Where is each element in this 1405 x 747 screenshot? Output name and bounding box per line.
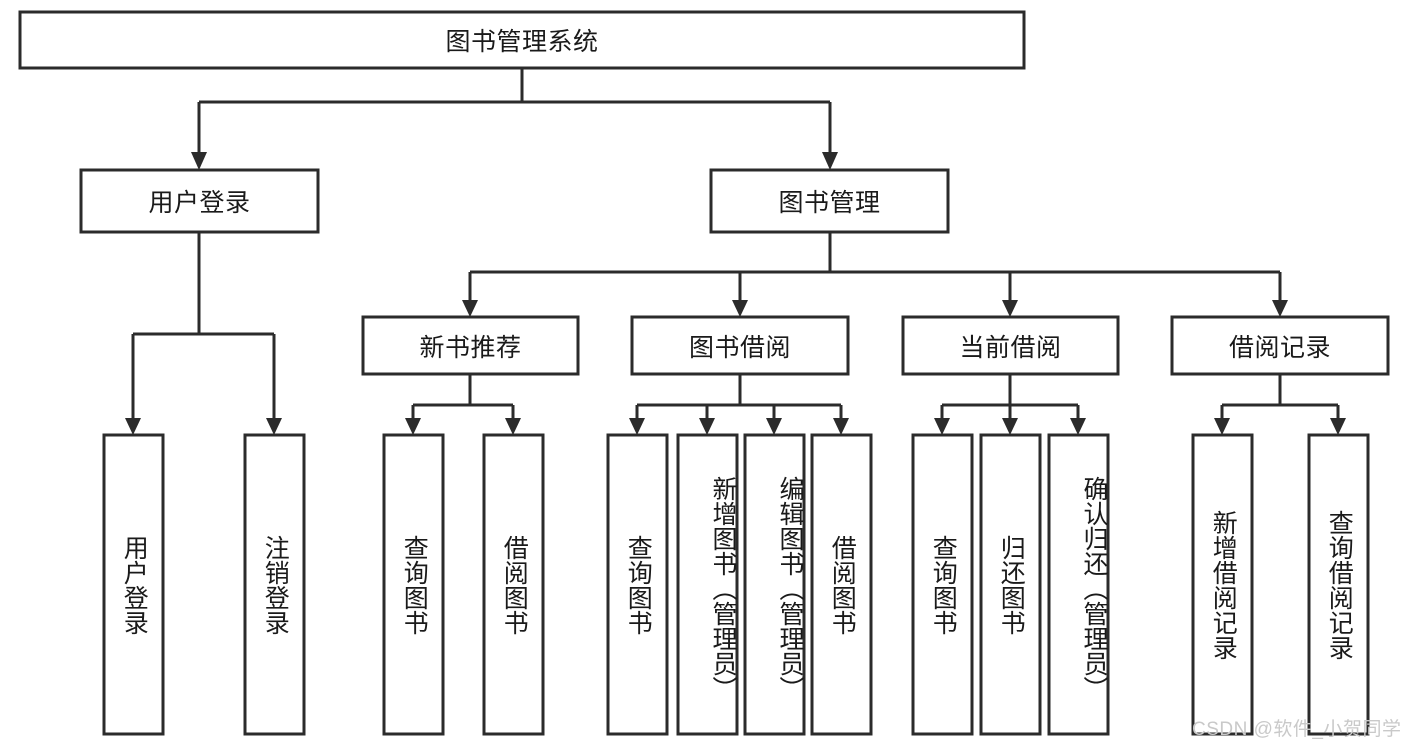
node-box-borrow[interactable] [630,315,850,376]
connector-current-to-leaves [940,374,1080,418]
arrow-head-to-confirm-return [1070,418,1086,435]
node-box-leaf-return-book[interactable] [979,433,1042,736]
node-box-leaf-add-record[interactable] [1191,433,1254,736]
arrow-head-to-borrow-book-2 [833,418,849,435]
arrow-head-to-user-login [125,418,141,435]
arrow-head-to-query-book-1 [405,418,421,435]
arrow-head-to-borrow [732,300,748,317]
connector-borrow-to-leaves [635,374,843,418]
node-box-root[interactable] [18,10,1026,70]
node-box-record[interactable] [1170,315,1390,376]
arrow-head-to-query-record [1330,418,1346,435]
node-box-current[interactable] [901,315,1120,376]
node-box-bookmgmt[interactable] [709,168,950,234]
node-box-login[interactable] [79,168,320,234]
node-box-leaf-logout-login[interactable] [243,433,306,736]
arrow-head-to-edit-book [766,418,782,435]
arrow-head-to-add-book [699,418,715,435]
arrow-head-to-logout-login [266,418,282,435]
node-box-leaf-edit-book[interactable] [743,433,806,736]
arrow-head-to-newbook [462,300,478,317]
csdn-watermark: CSDN @软件_小贺同学 [1192,719,1402,740]
arrow-head-to-return-book [1002,418,1018,435]
connector-bookmgmt-to-level3 [468,232,1282,300]
node-box-leaf-user-login[interactable] [102,433,165,736]
node-box-leaf-query-record[interactable] [1307,433,1370,736]
node-box-leaf-query-book-1[interactable] [382,433,445,736]
node-box-leaf-borrow-book-2[interactable] [810,433,873,736]
node-box-leaf-query-book-3[interactable] [911,433,974,736]
arrow-head-to-current [1002,300,1018,317]
arrow-head-to-record [1272,300,1288,317]
connector-newbook-to-leaves [411,374,515,418]
arrow-head-to-add-record [1214,418,1230,435]
connector-login-to-leaves [131,232,276,418]
arrow-head-to-bookmgmt [822,152,838,170]
arrow-head-to-query-book-3 [934,418,950,435]
arrow-head-to-query-book-2 [629,418,645,435]
arrow-head-to-login [191,152,207,170]
node-box-leaf-borrow-book-1[interactable] [482,433,545,736]
node-box-newbook[interactable] [361,315,580,376]
connector-record-to-leaves [1220,374,1340,418]
connector-root-to-level2 [197,68,832,152]
node-box-leaf-add-book[interactable] [676,433,739,736]
node-box-leaf-confirm-return[interactable] [1047,433,1110,736]
node-box-leaf-query-book-2[interactable] [606,433,669,736]
arrow-head-to-borrow-book-1 [505,418,521,435]
